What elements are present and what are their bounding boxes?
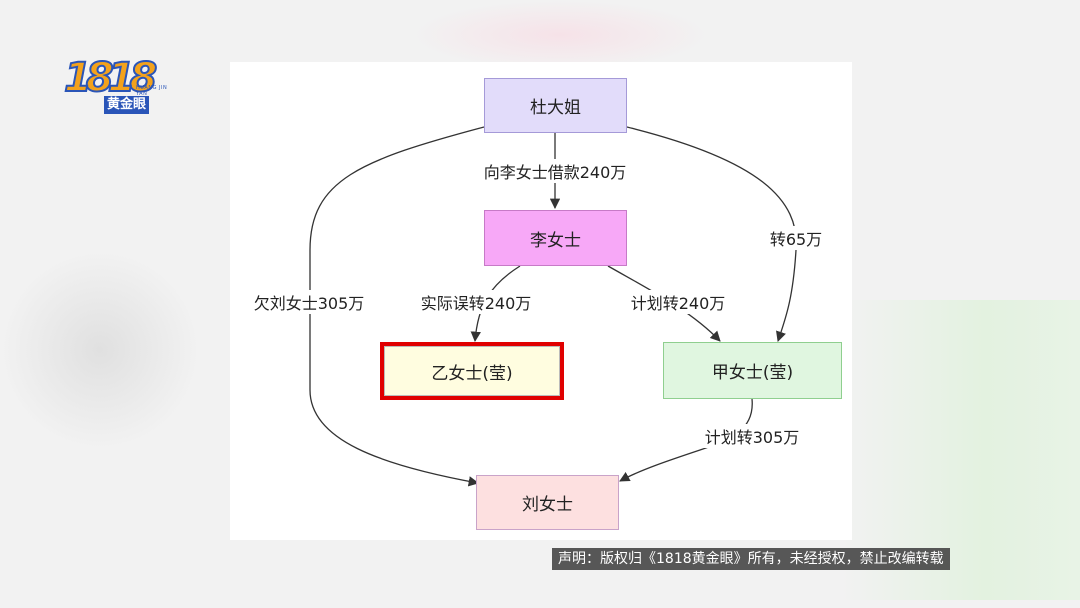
node-jia-nvshi-label: 甲女士(莹) bbox=[711, 363, 794, 383]
node-du-dajie-label: 杜大姐 bbox=[530, 98, 581, 118]
node-yi-nvshi: 乙女士(莹) bbox=[380, 342, 564, 400]
logo-number: 1818 bbox=[63, 55, 158, 101]
channel-logo: 1818 HUANG JIN YAN 黄金眼 bbox=[63, 55, 174, 128]
node-liu-nvshi: 刘女士 bbox=[476, 475, 619, 530]
edge-label-du-liu: 欠刘女士305万 bbox=[250, 290, 368, 314]
copyright-disclaimer: 声明：版权归《1818黄金眼》所有，未经授权，禁止改编转载 bbox=[552, 548, 950, 570]
edge-label-du-jia: 转65万 bbox=[766, 226, 826, 250]
node-yi-nvshi-label: 乙女士(莹) bbox=[431, 363, 513, 384]
node-li-nvshi: 李女士 bbox=[484, 210, 627, 266]
node-liu-nvshi-label: 刘女士 bbox=[522, 495, 573, 515]
node-du-dajie: 杜大姐 bbox=[484, 78, 627, 133]
edge-du-liu bbox=[309, 126, 485, 487]
node-jia-nvshi: 甲女士(莹) bbox=[663, 342, 842, 399]
node-li-nvshi-label: 李女士 bbox=[530, 230, 581, 251]
edge-label-jia-liu: 计划转305万 bbox=[701, 424, 803, 448]
edge-label-du-li: 向李女士借款240万 bbox=[480, 159, 630, 183]
edge-label-li-yi: 实际误转240万 bbox=[417, 290, 535, 314]
background-glow-left bbox=[0, 250, 200, 450]
logo-text: 黄金眼 bbox=[104, 96, 150, 114]
edge-label-li-jia: 计划转240万 bbox=[627, 290, 729, 314]
edge-jia-liu bbox=[619, 398, 753, 482]
logo-small-text: HUANG JIN YAN bbox=[136, 85, 168, 97]
background-glow-top bbox=[410, 0, 710, 70]
